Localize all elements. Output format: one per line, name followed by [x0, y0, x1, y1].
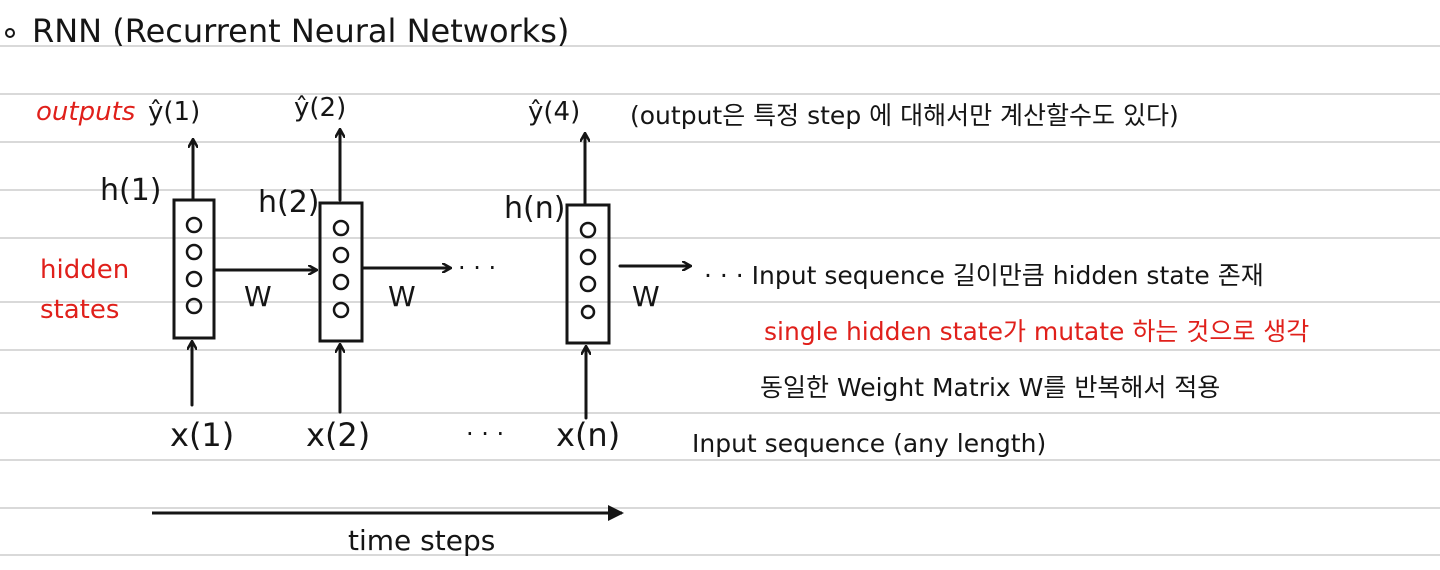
ruled-lines: [0, 45, 1440, 556]
hidden-state-box-n: [565, 203, 611, 345]
time-steps-label: time steps: [348, 524, 495, 557]
input-label-2: x(2): [306, 416, 370, 454]
weight-label-3: W: [632, 280, 660, 313]
output-label-2: ŷ(2): [294, 93, 346, 123]
weight-label-1: W: [244, 280, 272, 313]
input-label-1: x(1): [170, 416, 234, 454]
hidden-label-line2: states: [40, 295, 119, 325]
note-hidden-sequence: · · · Input sequence 길이만큼 hidden state 존…: [704, 261, 1264, 290]
ellipsis-hidden: · · ·: [458, 254, 496, 282]
output-label-3: ŷ(4): [528, 97, 580, 127]
output-label-1: ŷ(1): [148, 97, 200, 127]
hidden-label-n: h(n): [504, 191, 565, 226]
bullet-dot: [5, 28, 15, 38]
hidden-label-1: h(1): [100, 173, 162, 208]
note-same-weight: 동일한 Weight Matrix W를 반복해서 적용: [760, 373, 1220, 402]
hidden-label-line1: hidden: [40, 255, 129, 285]
input-label-n: x(n): [556, 416, 620, 454]
weight-label-2: W: [388, 280, 416, 313]
hidden-label-2: h(2): [258, 185, 320, 220]
hidden-state-box-2: [318, 201, 364, 343]
output-note: (output은 특정 step 에 대해서만 계산할수도 있다): [630, 101, 1179, 130]
note-single-hidden: single hidden state가 mutate 하는 것으로 생각: [764, 317, 1309, 346]
note-input-sequence: Input sequence (any length): [692, 429, 1046, 458]
hidden-state-box-1: [172, 198, 216, 340]
page-title: RNN (Recurrent Neural Networks): [32, 12, 569, 50]
ellipsis-inputs: · · ·: [466, 420, 504, 448]
outputs-label: outputs: [36, 97, 135, 127]
